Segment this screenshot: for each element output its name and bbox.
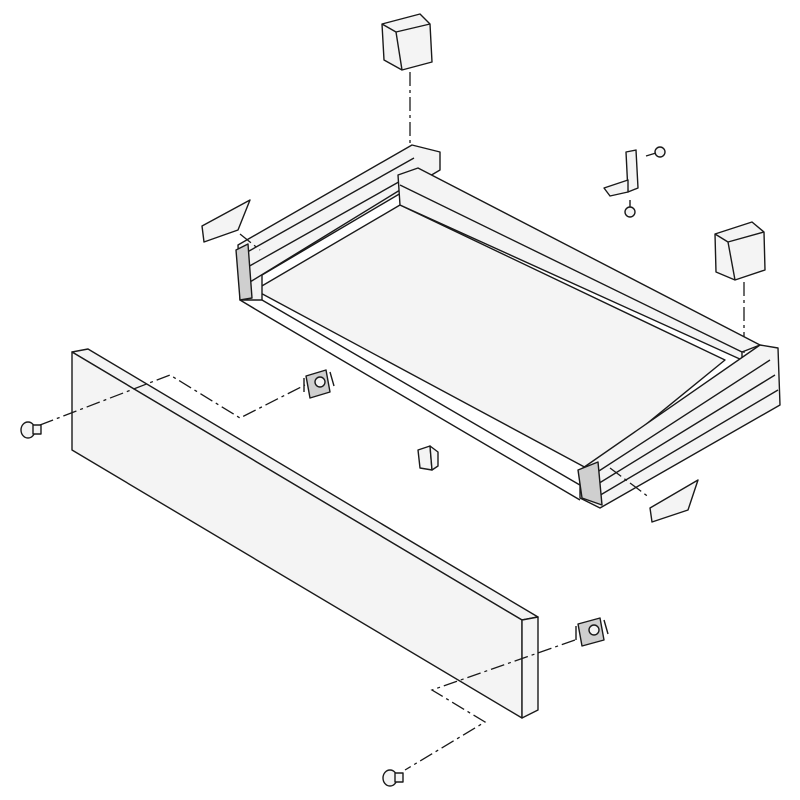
front-fixing-clip-upper <box>303 369 335 399</box>
angle-bracket-middle <box>417 445 439 471</box>
front-fixing-clip-lower <box>575 617 609 647</box>
screw-icon <box>645 146 666 158</box>
label-plate-right <box>649 479 699 523</box>
guide-line <box>609 467 651 499</box>
guide-line <box>39 374 306 426</box>
screw-icon <box>382 769 404 787</box>
front-panel <box>71 348 539 719</box>
end-cap-top <box>381 13 433 71</box>
label-plate-left <box>201 199 251 243</box>
angle-bracket-top <box>603 149 639 197</box>
screw-icon <box>624 200 636 218</box>
screw-icon <box>20 421 42 439</box>
end-cap-right <box>714 221 766 281</box>
guide-line <box>239 233 261 251</box>
guide-line <box>404 639 576 771</box>
drawer-box <box>235 144 781 509</box>
